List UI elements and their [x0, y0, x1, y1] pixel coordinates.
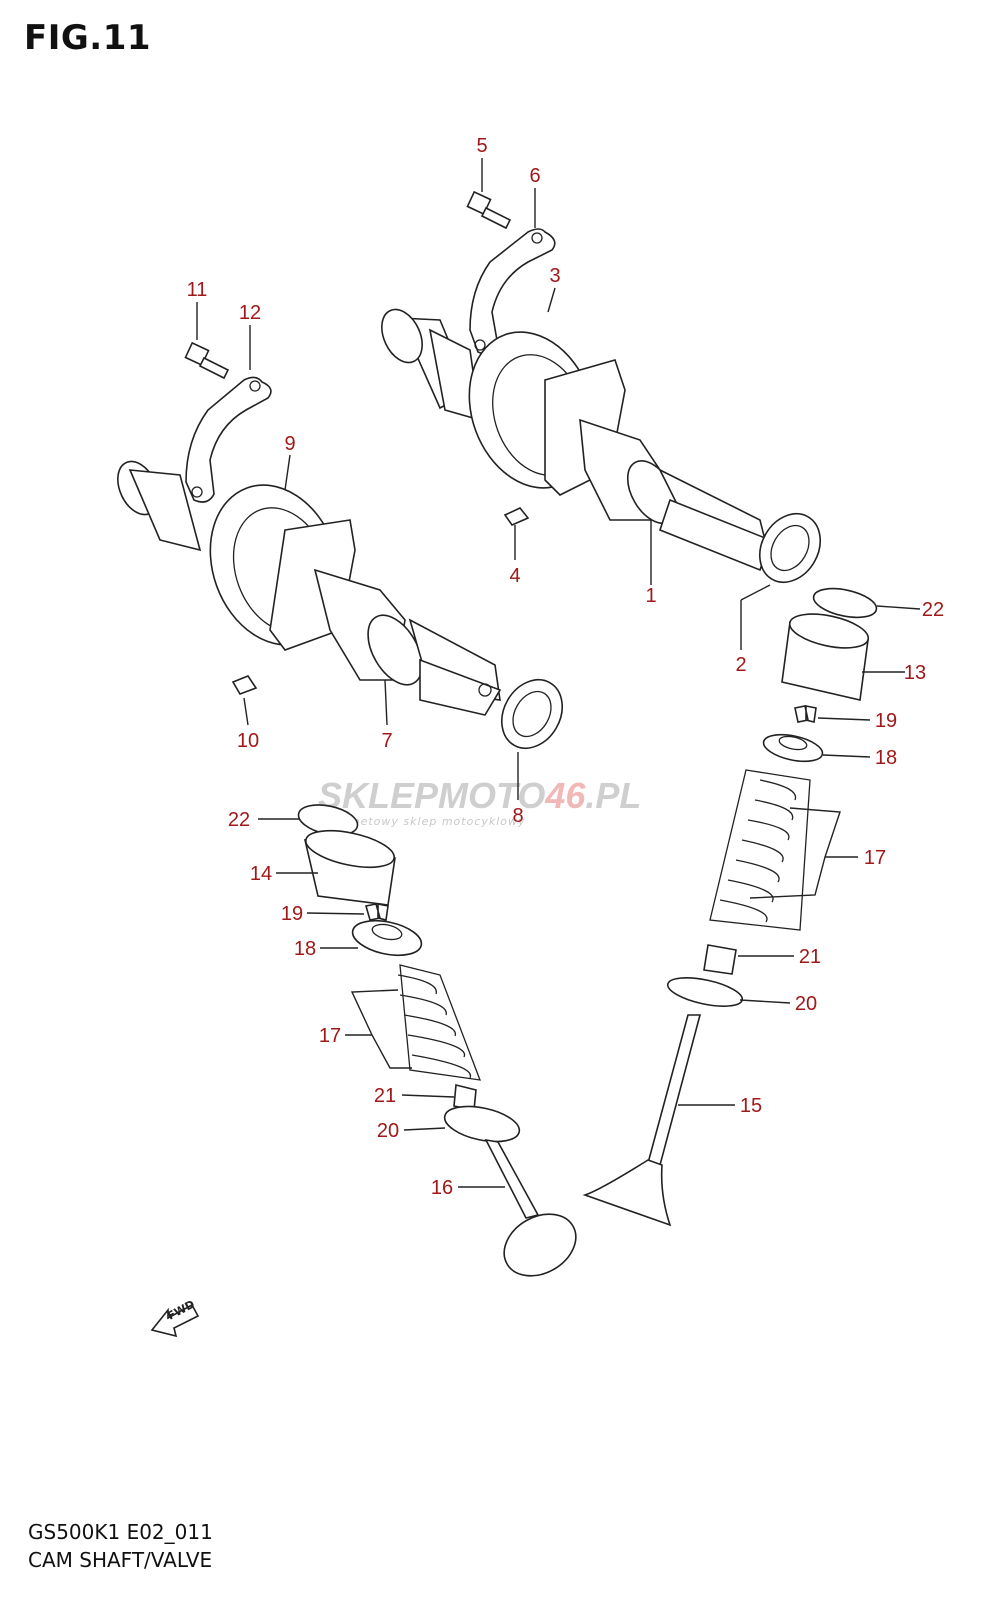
callout-9: 9: [284, 433, 295, 455]
callout-labels: 5 6 3 11 12 9 4 1 22 2 13 10 7 19 18 8 1…: [187, 135, 945, 1199]
svg-text:internetowy sklep motocyklowy: internetowy sklep motocyklowy: [322, 815, 526, 828]
tappet-14: [303, 829, 396, 906]
tappet-13: [781, 613, 870, 701]
figure-caption: CAM SHAFT/VALVE: [28, 1548, 213, 1572]
callout-17-left: 17: [319, 1025, 341, 1047]
callout-18-left: 18: [294, 938, 316, 960]
callout-22-upper: 22: [922, 599, 944, 621]
spring-retainer-18-left: [351, 919, 423, 957]
callout-16: 16: [431, 1177, 453, 1199]
callout-18-right: 18: [875, 747, 897, 769]
callout-15: 15: [740, 1095, 762, 1117]
valve-16: [484, 1138, 577, 1277]
dowel-pin-10: [231, 675, 258, 695]
fwd-arrow-icon: FWD: [150, 1298, 200, 1338]
leader-lines: [196, 158, 921, 1188]
cotter-19-left: [364, 903, 389, 921]
camshaft-1: [381, 308, 772, 572]
oil-seal-21-right: [703, 944, 737, 975]
watermark: SKLEPMOTO46.PL internetowy sklep motocyk…: [318, 775, 641, 828]
spring-retainer-18-right: [762, 733, 824, 763]
tappet-shim-22-right: [812, 587, 878, 619]
callout-6: 6: [529, 165, 540, 187]
camshaft-7: [117, 460, 502, 716]
model-code: GS500K1 E02_011: [28, 1520, 213, 1544]
callout-7: 7: [381, 730, 392, 752]
callout-19-left: 19: [281, 903, 303, 925]
callout-20-left: 20: [377, 1120, 399, 1142]
oil-seal-8: [501, 679, 563, 749]
valve-springs-17-left: [397, 964, 482, 1081]
spring-seat-20-right: [666, 977, 744, 1007]
callout-8: 8: [512, 805, 523, 827]
callout-1: 1: [645, 585, 656, 607]
callout-19-right: 19: [875, 710, 897, 732]
callout-22-lower: 22: [228, 809, 250, 831]
callout-10: 10: [237, 730, 259, 752]
callout-21-right: 21: [799, 946, 821, 968]
cam-chain-guide-12: [185, 376, 272, 503]
cotter-19-right: [794, 705, 817, 723]
callout-21-left: 21: [374, 1085, 396, 1107]
dowel-pin-4: [503, 507, 530, 526]
oil-seal-2: [759, 513, 821, 583]
callout-17-right: 17: [864, 847, 886, 869]
svg-text:SKLEPMOTO46.PL: SKLEPMOTO46.PL: [318, 775, 641, 816]
figure-title: FIG.11: [24, 18, 152, 58]
bolt-5: [466, 190, 512, 230]
callout-5: 5: [476, 135, 487, 157]
bolt-11: [184, 341, 230, 380]
figure-footer: GS500K1 E02_011 CAM SHAFT/VALVE: [28, 1518, 213, 1574]
callout-20-right: 20: [795, 993, 817, 1015]
callout-4: 4: [509, 565, 520, 587]
valve-springs-17-right: [709, 769, 811, 931]
callout-11: 11: [187, 279, 208, 301]
callout-14: 14: [250, 863, 272, 885]
callout-13: 13: [904, 662, 926, 684]
callout-12: 12: [239, 302, 261, 324]
valve-15: [582, 1014, 702, 1227]
callout-3: 3: [549, 265, 560, 287]
callout-2: 2: [735, 654, 746, 676]
spring-seat-20-left: [443, 1105, 521, 1143]
